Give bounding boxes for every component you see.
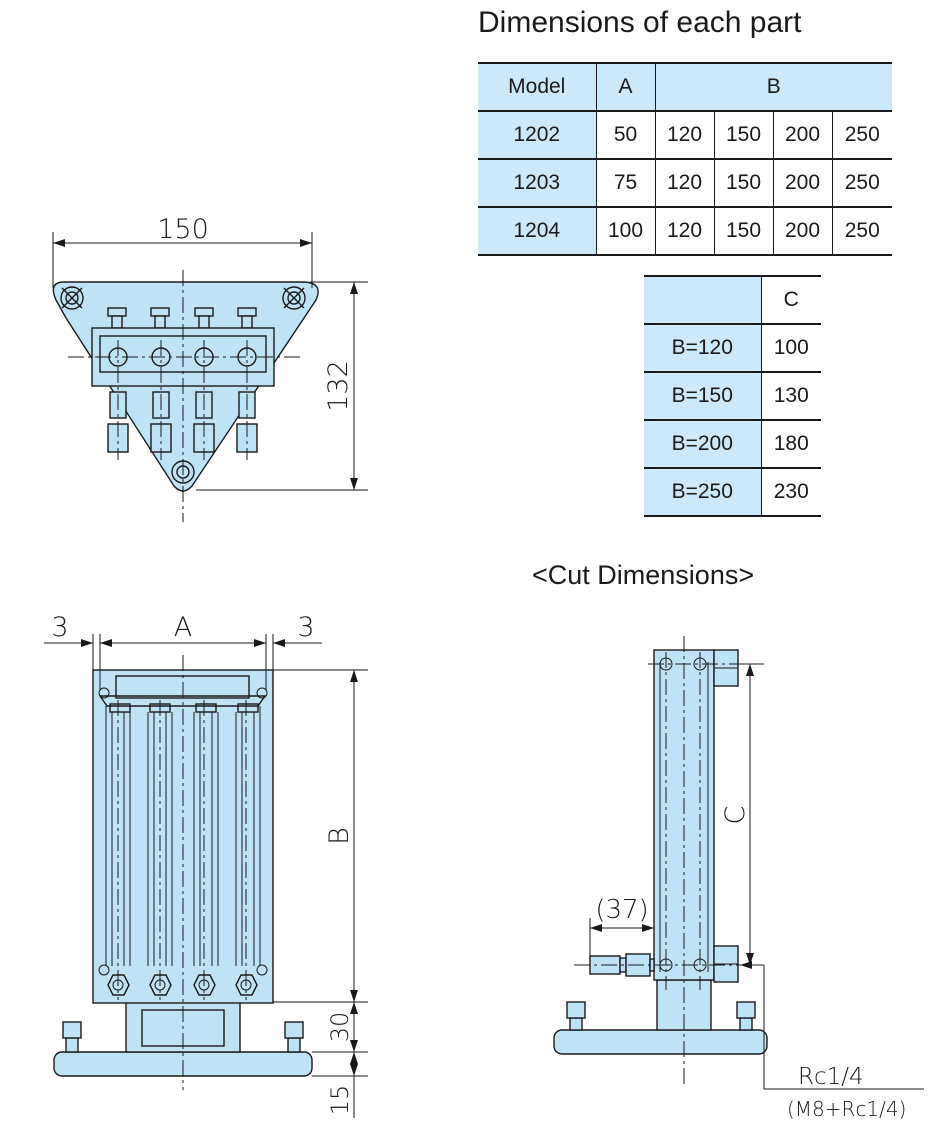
cell-b: 120 [655,207,715,255]
cell-b-value: B=200 [644,420,762,468]
header-a: A [596,63,656,111]
dimension-label-b: B [324,827,355,845]
cell-b-value: B=150 [644,372,762,420]
cell-b: 250 [844,123,880,146]
cell-b: 200 [773,159,833,207]
cell-b: 250 [844,171,880,194]
dimensions-title: Dimensions of each part [478,6,802,39]
cell-model: 1203 [478,159,597,207]
dimension-label-30: 30 [326,1012,354,1043]
dimension-label-gap-right: 3 [297,612,314,643]
cell-b: 120 [655,111,715,159]
header-model: Model [478,63,597,111]
mounting-hole-icon [60,286,84,310]
cell-b: 250 [844,219,880,242]
table-row: B=150 130 [644,372,821,420]
cell-a: 50 [596,111,656,159]
table-row: 1202 50 120 150 200 250 [478,111,892,159]
dimension-label-a: A [174,612,192,643]
cell-b: 200 [773,207,833,255]
dimensions-table: Model A B 1202 50 120 150 200 250 1203 7… [478,62,892,256]
cell-c-value: 100 [773,336,809,359]
cut-dimensions-view [553,636,924,1090]
cut-dimension-table: C B=120 100 B=150 130 B=200 180 B=250 23… [644,275,821,517]
cell-b: 120 [655,159,715,207]
cell-model: 1204 [478,207,597,255]
cell-a: 75 [596,159,656,207]
dimension-label-gap-left: 3 [51,612,68,643]
table-row: B=120 100 [644,324,821,372]
header-b: B [655,63,892,111]
table-header-row: C [644,276,821,324]
table-row: B=200 180 [644,420,821,468]
table-row: 1203 75 120 150 200 250 [478,159,892,207]
cell-a: 100 [596,207,656,255]
header-blank [644,276,762,324]
cell-b: 200 [773,111,833,159]
cell-b: 150 [714,207,774,255]
front-view [52,232,368,522]
cell-c-value: 130 [773,384,809,407]
port-label-m8: (M8+Rc1/4) [787,1097,906,1121]
cell-b-value: B=250 [644,468,762,516]
dimension-label-150: 150 [157,214,209,245]
table-row: 1204 100 120 150 200 250 [478,207,892,255]
dimension-label-132: 132 [323,360,354,412]
table-row: B=250 230 [644,468,821,516]
cell-c-value: 230 [773,480,809,503]
mounting-hole-icon [282,286,306,310]
cell-b-value: B=120 [644,324,762,372]
cell-model: 1202 [478,111,597,159]
port-label-rc: Rc1/4 [798,1064,864,1090]
header-c: C [783,288,799,311]
table-header-row: Model A B [478,63,892,111]
side-view [44,634,368,1118]
dimension-label-c: C [720,806,751,825]
cut-dimensions-title: <Cut Dimensions> [532,560,755,590]
dimension-label-15: 15 [326,1085,354,1116]
cell-b: 150 [714,159,774,207]
dimension-label-37: (37) [595,895,648,925]
cell-c-value: 180 [773,432,809,455]
cell-b: 150 [714,111,774,159]
